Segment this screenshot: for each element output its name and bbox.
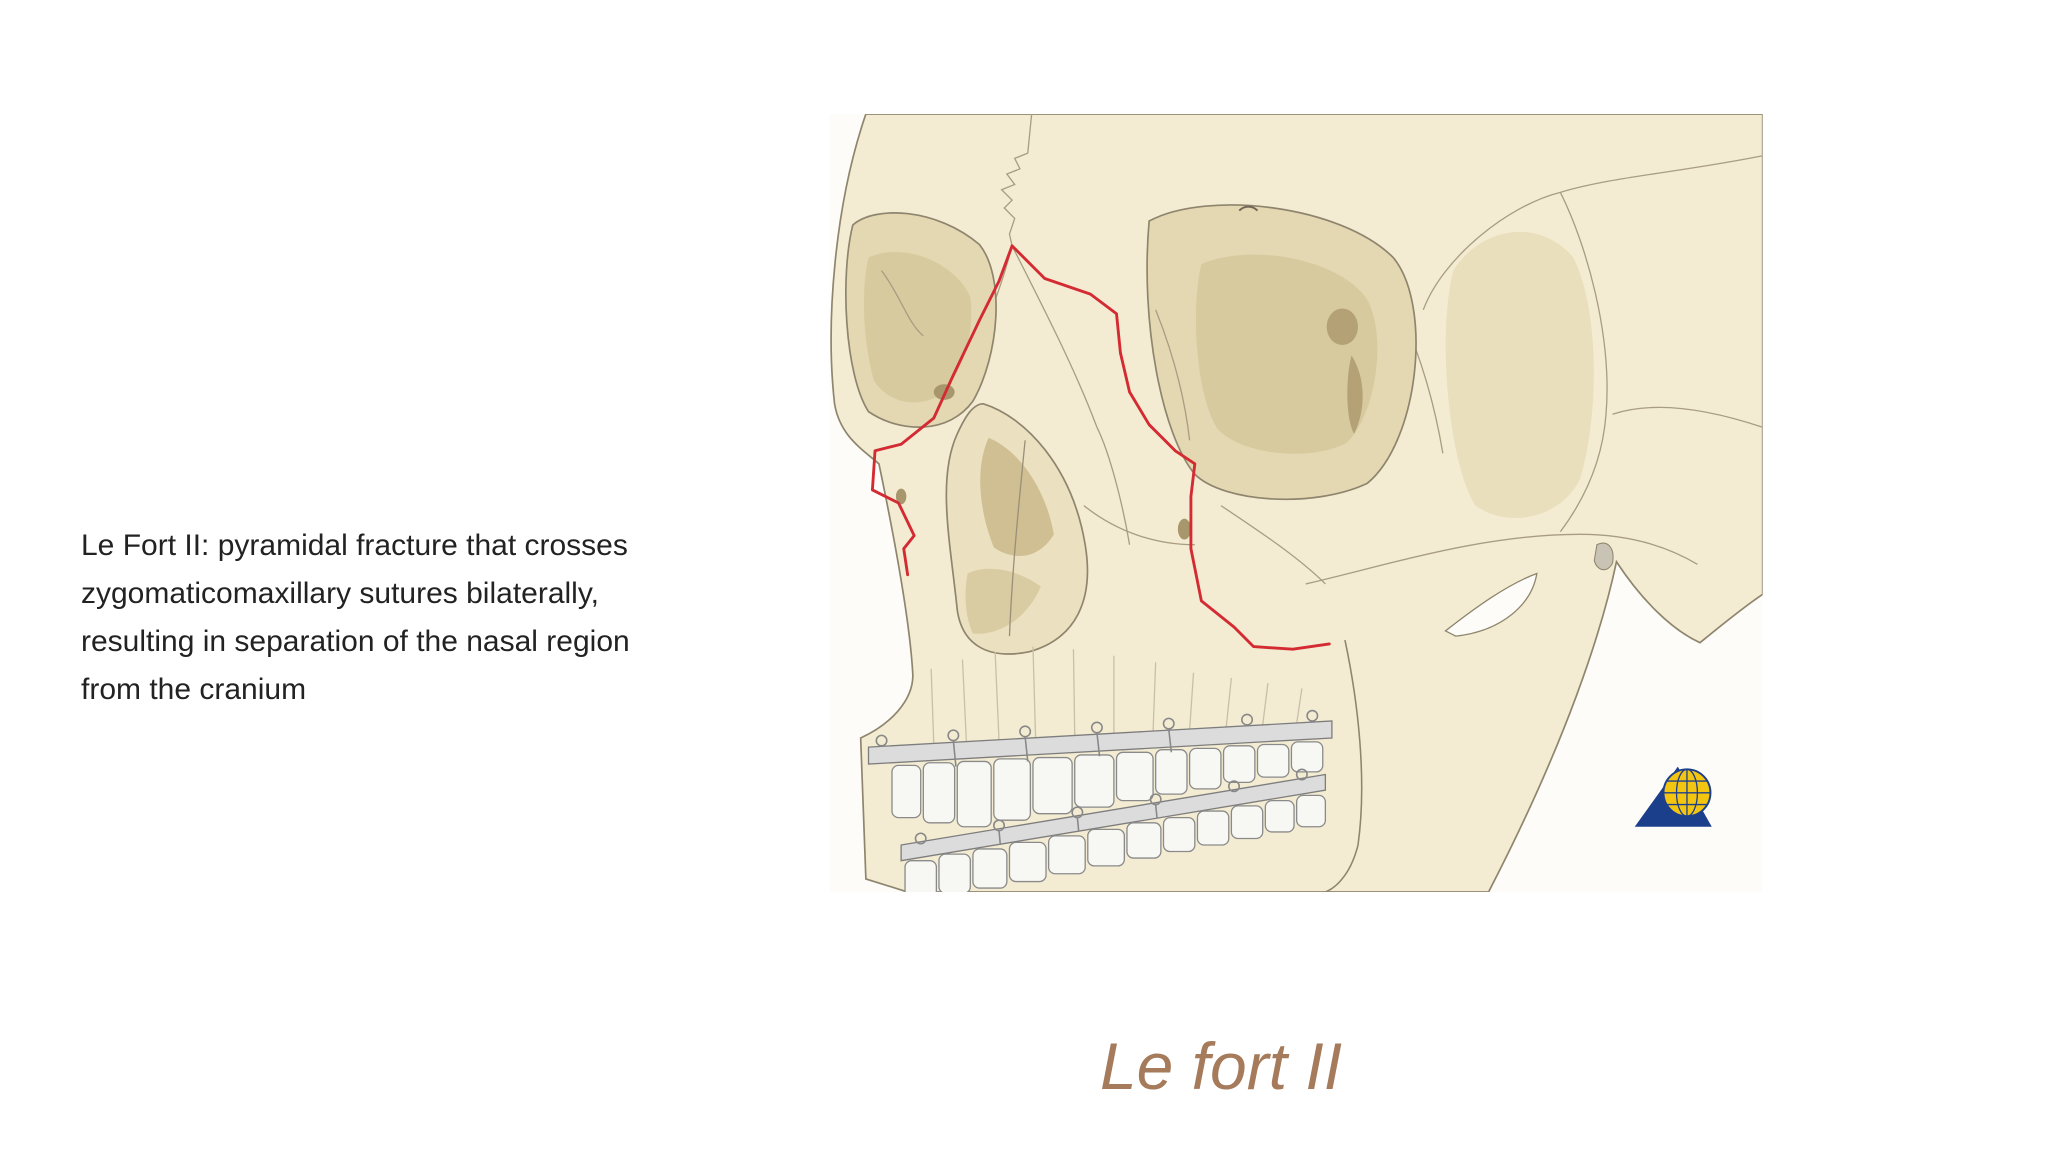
tooth bbox=[993, 758, 1032, 821]
body-text-line: Le Fort II: pyramidal fracture that cros… bbox=[81, 529, 628, 562]
tooth bbox=[1032, 756, 1073, 815]
right-orbit-cavity bbox=[1195, 254, 1378, 454]
tooth bbox=[1008, 841, 1047, 883]
tooth bbox=[1230, 805, 1264, 840]
body-text-line: zygomaticomaxillary sutures bilaterally, bbox=[81, 577, 599, 610]
tooth bbox=[1047, 835, 1086, 875]
skull-illustration-svg bbox=[829, 114, 1763, 892]
medial-orbit-wall bbox=[1155, 309, 1191, 441]
temporal-fossa bbox=[1445, 231, 1594, 519]
optic-canal bbox=[1326, 308, 1359, 346]
tooth bbox=[1290, 741, 1324, 773]
ligature-wires bbox=[875, 709, 1319, 846]
body-text-line: from the cranium bbox=[81, 673, 307, 706]
orbital-fissure bbox=[1347, 355, 1363, 434]
tooth bbox=[1222, 745, 1256, 784]
tooth bbox=[1256, 743, 1290, 778]
condyle bbox=[1593, 542, 1614, 571]
tooth-roots bbox=[930, 646, 1303, 744]
nasal-floor bbox=[965, 568, 1041, 634]
infraorbital-foramen-left bbox=[895, 488, 907, 505]
tooth bbox=[1264, 799, 1295, 833]
tooth bbox=[1296, 794, 1327, 828]
lower-teeth bbox=[904, 794, 1327, 892]
mandible-ramus-line bbox=[1325, 639, 1363, 892]
fracture-line-right bbox=[1010, 244, 1331, 651]
supraorbital-notch bbox=[1238, 205, 1259, 212]
tooth bbox=[956, 760, 992, 828]
sigmoid-notch bbox=[1444, 572, 1538, 637]
arch-bar-lower bbox=[900, 773, 1327, 862]
slide-body-text: Le Fort II: pyramidal fracture that cros… bbox=[81, 522, 801, 714]
tooth bbox=[1188, 747, 1222, 790]
nasal-concha bbox=[980, 437, 1054, 556]
body-text-line: resulting in separation of the nasal reg… bbox=[81, 625, 630, 658]
tooth bbox=[1162, 816, 1196, 853]
upper-teeth bbox=[891, 741, 1324, 828]
logo-globe-grid bbox=[1663, 769, 1711, 817]
tooth bbox=[972, 848, 1008, 889]
tooth bbox=[1087, 828, 1125, 867]
tooth bbox=[938, 853, 971, 892]
tooth bbox=[1155, 749, 1188, 795]
left-orbit-fissure bbox=[881, 270, 924, 337]
tooth bbox=[922, 762, 956, 824]
left-orbit-cavity bbox=[863, 251, 972, 403]
globe-triangle-logo-icon bbox=[1634, 766, 1712, 827]
fracture-line-left bbox=[870, 244, 1014, 577]
tooth bbox=[1074, 754, 1115, 808]
slide-caption: Le fort II bbox=[1099, 1029, 1343, 1103]
nasal-septum bbox=[1008, 440, 1026, 637]
skull-illustration bbox=[829, 114, 1763, 892]
tooth bbox=[891, 764, 922, 819]
tooth bbox=[904, 860, 938, 892]
fracture-line bbox=[870, 244, 1331, 651]
infraorbital-foramen-right bbox=[1177, 518, 1191, 540]
arch-bar-upper bbox=[867, 720, 1333, 765]
tooth bbox=[1196, 810, 1230, 846]
tooth bbox=[1115, 751, 1154, 802]
teeth-with-arch-bars bbox=[867, 709, 1333, 892]
tooth bbox=[1126, 822, 1162, 859]
